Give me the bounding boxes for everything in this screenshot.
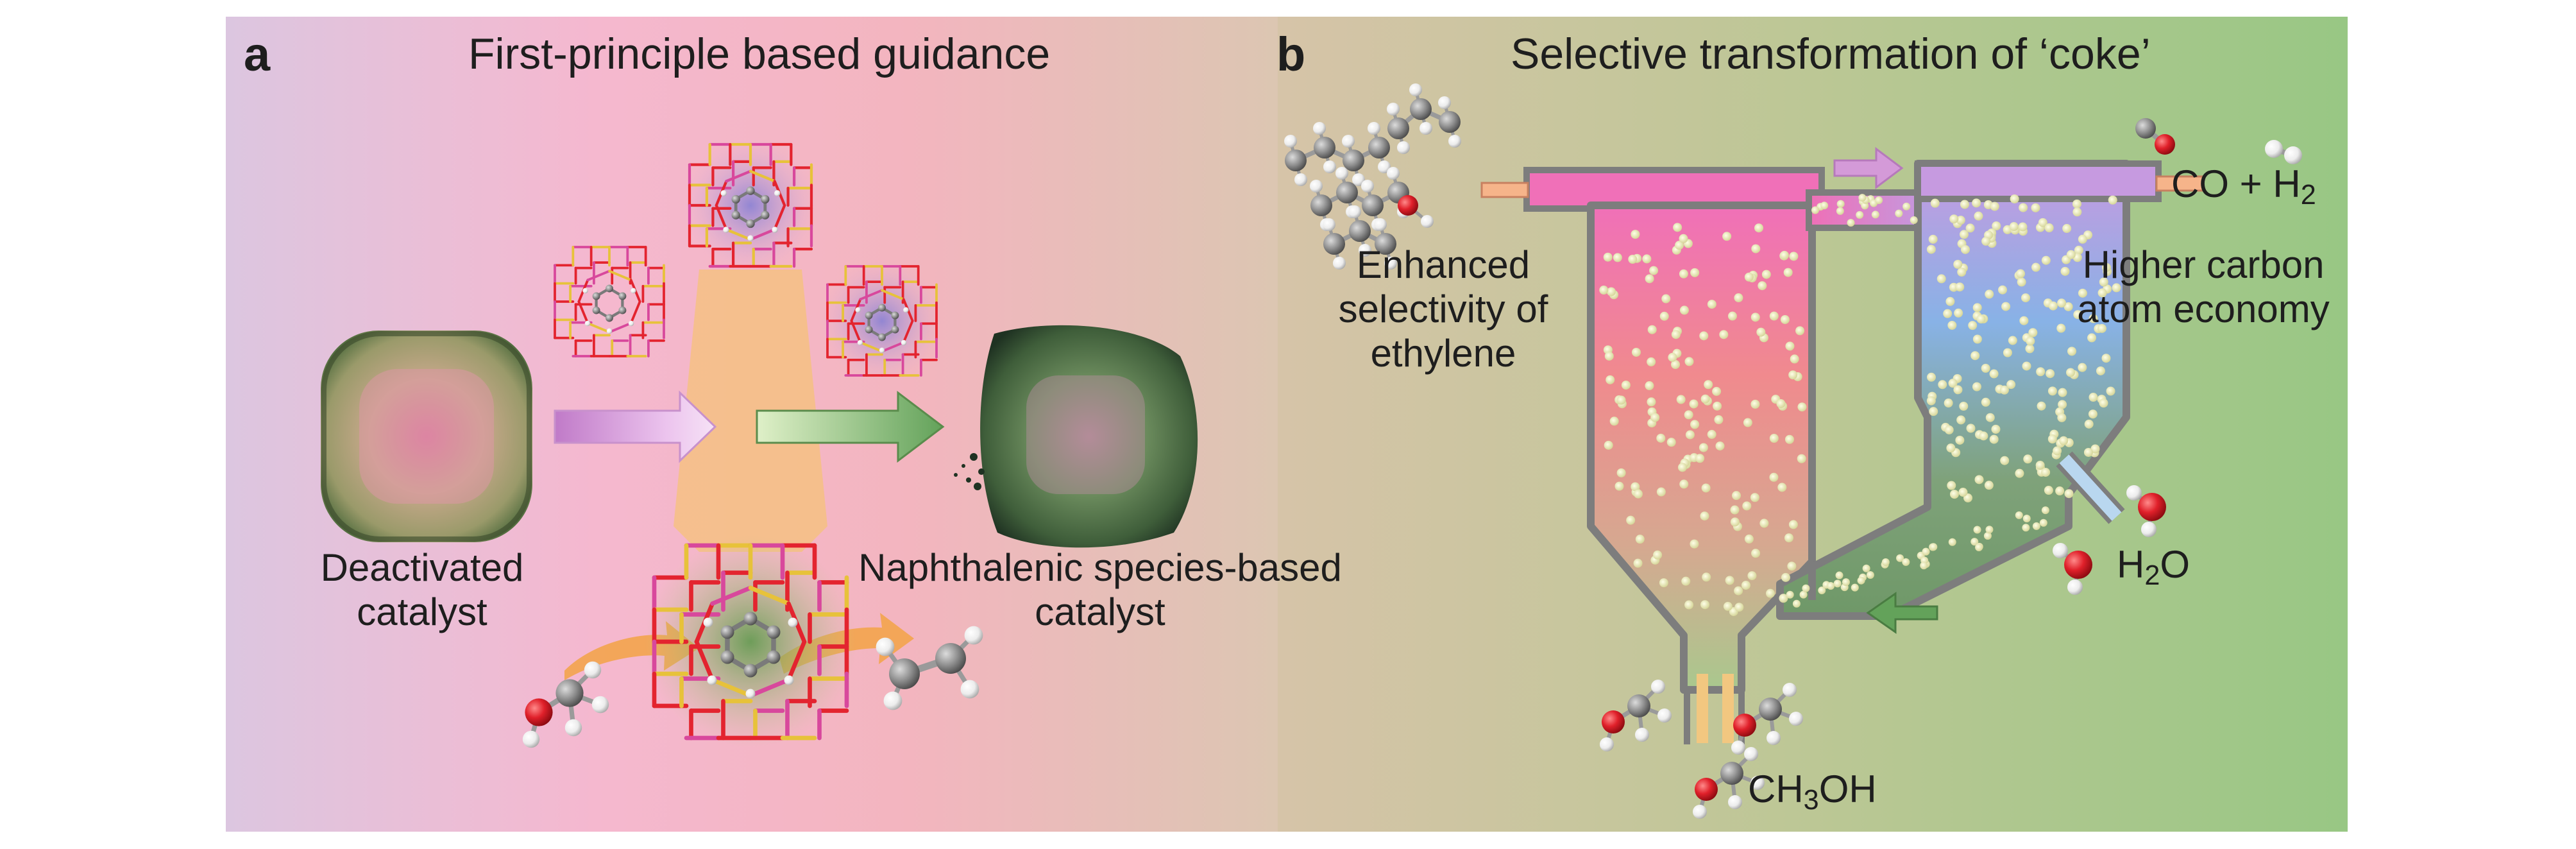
zeolite-cage-bottom [645,536,856,748]
green-arrow [756,390,945,463]
methanol-oh-text: OH [1818,768,1877,810]
syngas-h2-subscript: 2 [2300,179,2316,210]
carbon-monoxide-icon [2135,118,2175,155]
carbon-label-line2: atom economy [2077,287,2330,330]
water-molecule-icon [2126,485,2166,537]
catalyst-debris [954,453,985,490]
zeolite-cage-right [822,261,942,381]
methanol-subscript: 3 [1803,784,1819,816]
methanol-molecule-icon-2 [1731,683,1803,755]
catalyst-particles [1599,194,2121,617]
hydrogen-molecule-icon [2265,140,2302,164]
water-subscript: 2 [2144,560,2160,591]
ethylene-label-line3: ethylene [1370,332,1516,375]
deactivated-catalyst-label: Deactivated catalyst [307,545,538,634]
purple-arrow [554,390,717,463]
water-label: H2O [2117,542,2190,589]
ethylene-selectivity-label: Enhanced selectivity of ethylene [1321,243,1565,375]
methanol-ch-text: CH [1748,768,1804,810]
panel-b-letter: b [1276,28,1306,81]
panel-a-title: First-principle based guidance [468,30,1051,78]
panel-a-letter: a [244,28,271,81]
methanol-molecule-icon [522,661,609,748]
naphthalenic-catalyst-label: Naphthalenic species-based catalyst [831,545,1369,634]
water-molecule-icon-2 [2053,543,2092,595]
methanol-label: CH3OH [1748,767,1877,814]
methanol-molecule-icon-3 [1693,747,1765,819]
guidance-glow [674,270,827,552]
ethylene-molecule-icon [876,626,983,710]
ethylene-label-line2: selectivity of [1338,287,1548,330]
panel-b-title: Selective transformation of ‘coke’ [1511,30,2151,78]
deactivated-label-line2: catalyst [357,590,487,633]
carbon-economy-label: Higher carbon atom economy [2065,243,2341,331]
zeolite-cage-left [554,246,665,357]
crossover-arrow [1833,147,1904,189]
water-h-text: H [2117,543,2145,586]
return-arrow [1866,592,1938,634]
water-o-text: O [2160,543,2190,586]
hydrocarbon-molecules-icon [1284,83,1461,270]
right-outlet-nozzle [2155,175,2204,192]
zeolite-cage-top [683,138,818,273]
regenerator-body [1776,160,2130,620]
left-outlet-nozzle [1480,182,1529,198]
naphthalenic-catalyst-cube [980,325,1198,548]
regenerator-top-manifold [1915,160,2162,202]
syngas-co-text: CO + H [2171,162,2301,205]
methanol-molecule-icon-1 [1600,680,1672,751]
water-molecule-small-icon [1398,195,1434,228]
ethylene-label-line1: Enhanced [1356,243,1530,286]
naphthalenic-label-line2: catalyst [1035,590,1165,633]
methanol-inlet-pipe-right [1722,674,1734,743]
deactivated-label-line1: Deactivated [320,546,524,589]
naphthalenic-label-line1: Naphthalenic species-based [858,546,1342,589]
deactivated-catalyst-cube [321,330,532,542]
carbon-label-line1: Higher carbon [2082,243,2325,286]
methanol-inlet-pipe-left [1697,674,1708,743]
syngas-label: CO + H2 [2171,162,2316,209]
